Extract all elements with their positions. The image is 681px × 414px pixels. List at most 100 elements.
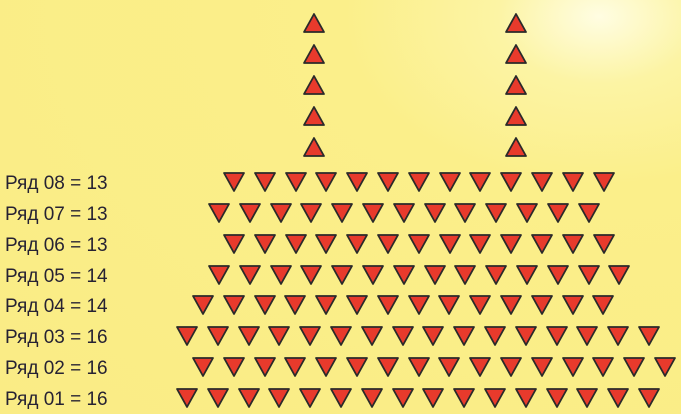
row-06-triangle xyxy=(376,233,400,255)
row-03-triangle xyxy=(606,325,630,347)
row-06-triangle xyxy=(530,233,554,255)
row-08-triangle xyxy=(284,171,308,193)
row-label-03: Ряд 03 = 16 xyxy=(5,327,108,348)
row-03-triangle xyxy=(237,325,261,347)
row-01-triangle xyxy=(206,387,230,409)
row-04-triangle xyxy=(222,294,246,316)
row-07-triangle xyxy=(207,202,231,224)
row-05-triangle xyxy=(423,264,447,286)
row-03-triangle xyxy=(329,325,353,347)
row-01-triangle xyxy=(267,387,291,409)
row-01-triangle xyxy=(175,387,199,409)
row-label-08: Ряд 08 = 13 xyxy=(5,173,108,194)
row-04-triangle xyxy=(191,294,215,316)
row-02-triangle xyxy=(222,356,246,378)
row-03-triangle xyxy=(575,325,599,347)
row-02-triangle xyxy=(561,356,585,378)
row-06-triangle xyxy=(561,233,585,255)
row-06-triangle xyxy=(499,233,523,255)
row-02-triangle xyxy=(407,356,431,378)
row-01-triangle xyxy=(545,387,569,409)
row-05-triangle xyxy=(577,264,601,286)
row-02-triangle xyxy=(530,356,554,378)
row-02-triangle xyxy=(437,356,461,378)
row-01-triangle xyxy=(606,387,630,409)
row-label-06: Ряд 06 = 13 xyxy=(5,235,108,256)
row-07-triangle xyxy=(577,202,601,224)
row-08-triangle xyxy=(561,171,585,193)
row-01-triangle xyxy=(637,387,661,409)
row-04-triangle xyxy=(468,294,492,316)
row-03-triangle xyxy=(452,325,476,347)
row-04-triangle xyxy=(591,294,615,316)
row-05-triangle xyxy=(330,264,354,286)
row-03-triangle xyxy=(483,325,507,347)
row-01-triangle xyxy=(360,387,384,409)
row-06-triangle xyxy=(222,233,246,255)
row-08-triangle xyxy=(530,171,554,193)
row-07-triangle xyxy=(453,202,477,224)
row-01-triangle xyxy=(575,387,599,409)
row-07-triangle xyxy=(546,202,570,224)
row-04-triangle xyxy=(530,294,554,316)
row-02-triangle xyxy=(191,356,215,378)
row-04-triangle xyxy=(407,294,431,316)
row-05-triangle xyxy=(269,264,293,286)
row-08-triangle xyxy=(438,171,462,193)
row-03-triangle xyxy=(391,325,415,347)
row-03-triangle xyxy=(175,325,199,347)
row-03-triangle xyxy=(298,325,322,347)
row-label-05: Ряд 05 = 14 xyxy=(5,266,108,287)
row-01-triangle xyxy=(237,387,261,409)
row-07-triangle xyxy=(515,202,539,224)
row-06-triangle xyxy=(345,233,369,255)
row-08-triangle xyxy=(376,171,400,193)
row-02-triangle xyxy=(314,356,338,378)
row-03-triangle xyxy=(267,325,291,347)
row-05-triangle xyxy=(453,264,477,286)
row-03-triangle xyxy=(637,325,661,347)
row-01-triangle xyxy=(514,387,538,409)
row-07-triangle xyxy=(423,202,447,224)
row-label-04: Ряд 04 = 14 xyxy=(5,296,108,317)
row-05-triangle xyxy=(299,264,323,286)
row-02-triangle xyxy=(653,356,677,378)
row-07-triangle xyxy=(238,202,262,224)
row-08-triangle xyxy=(468,171,492,193)
row-label-01: Ряд 01 = 16 xyxy=(5,389,108,410)
row-07-triangle xyxy=(299,202,323,224)
row-02-triangle xyxy=(622,356,646,378)
row-08-triangle xyxy=(499,171,523,193)
row-08-triangle xyxy=(314,171,338,193)
row-06-triangle xyxy=(438,233,462,255)
row-04-triangle xyxy=(499,294,523,316)
row-07-triangle xyxy=(330,202,354,224)
row-08-triangle xyxy=(345,171,369,193)
row-02-triangle xyxy=(253,356,277,378)
row-label-07: Ряд 07 = 13 xyxy=(5,204,108,225)
row-06-triangle xyxy=(592,233,616,255)
row-08-triangle xyxy=(222,171,246,193)
row-07-triangle xyxy=(392,202,416,224)
row-04-triangle xyxy=(253,294,277,316)
row-02-triangle xyxy=(499,356,523,378)
row-02-triangle xyxy=(345,356,369,378)
row-label-02: Ряд 02 = 16 xyxy=(5,358,108,379)
row-02-triangle xyxy=(591,356,615,378)
row-01-triangle xyxy=(421,387,445,409)
row-03-triangle xyxy=(421,325,445,347)
row-05-triangle xyxy=(607,264,631,286)
row-07-triangle xyxy=(361,202,385,224)
row-02-triangle xyxy=(468,356,492,378)
row-01-triangle xyxy=(452,387,476,409)
row-04-triangle xyxy=(283,294,307,316)
row-08-triangle xyxy=(407,171,431,193)
row-04-triangle xyxy=(314,294,338,316)
row-05-triangle xyxy=(238,264,262,286)
row-04-triangle xyxy=(376,294,400,316)
row-02-triangle xyxy=(283,356,307,378)
row-04-triangle xyxy=(437,294,461,316)
row-05-triangle xyxy=(546,264,570,286)
row-03-triangle xyxy=(206,325,230,347)
